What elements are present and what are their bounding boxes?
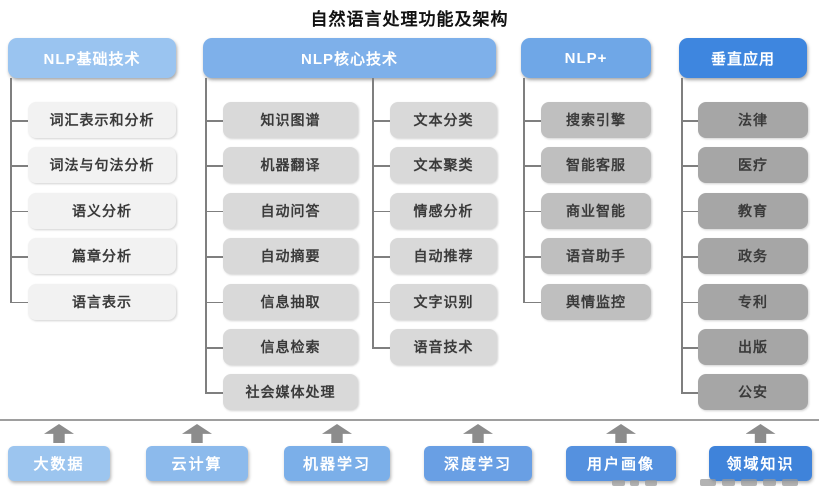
foundation-item: 云计算 — [146, 446, 248, 481]
connector-line — [372, 78, 374, 347]
connector-tick — [205, 301, 223, 304]
connector-tick — [205, 347, 223, 349]
tech-item: 智能客服 — [541, 147, 651, 184]
connector-line — [681, 78, 683, 393]
tech-item: 语音助手 — [541, 238, 651, 275]
watermark-fragment — [722, 479, 735, 486]
diagram-title: 自然语言处理功能及架构 — [310, 10, 509, 29]
tech-item: 舆情监控 — [541, 283, 651, 320]
connector-line — [10, 78, 12, 302]
tech-item: 文本聚类 — [390, 147, 497, 184]
watermark-fragment — [700, 479, 716, 486]
tech-item: 政务 — [698, 238, 808, 275]
connector-tick — [372, 347, 390, 349]
column-header: NLP基础技术 — [8, 38, 176, 78]
foundation-item: 领域知识 — [709, 446, 812, 481]
connector-tick — [372, 256, 390, 258]
connector-tick — [10, 301, 28, 304]
connector-tick — [372, 210, 390, 213]
tech-item: 词汇表示和分析 — [28, 102, 176, 138]
connector-tick — [681, 210, 698, 213]
tech-item: 出版 — [698, 329, 808, 365]
connector-tick — [523, 165, 541, 167]
column-header: NLP核心技术 — [203, 38, 496, 78]
tech-item: 自动问答 — [223, 192, 358, 229]
watermark-fragment — [741, 479, 757, 486]
foundation-item: 用户画像 — [566, 446, 676, 481]
tech-item: 词法与句法分析 — [28, 147, 176, 184]
column-header: 垂直应用 — [679, 38, 807, 78]
connector-tick — [523, 301, 541, 304]
connector-tick — [523, 210, 541, 213]
connector-tick — [372, 165, 390, 167]
tech-item: 语义分析 — [28, 192, 176, 229]
tech-item: 社会媒体处理 — [223, 374, 358, 411]
tech-item: 知识图谱 — [223, 102, 358, 138]
foundation-item: 机器学习 — [284, 446, 390, 481]
up-arrow-icon — [322, 424, 352, 443]
connector-tick — [10, 120, 28, 122]
connector-line — [523, 78, 525, 302]
connector-tick — [10, 256, 28, 258]
tech-item: 信息抽取 — [223, 283, 358, 320]
tech-item: 语言表示 — [28, 283, 176, 320]
connector-line — [205, 78, 207, 393]
up-arrow-icon — [606, 424, 636, 443]
column-header: NLP+ — [521, 38, 651, 78]
connector-tick — [523, 120, 541, 122]
tech-item: 机器翻译 — [223, 147, 358, 184]
tech-item: 专利 — [698, 283, 808, 320]
up-arrow-icon — [44, 424, 74, 443]
connector-tick — [681, 301, 698, 304]
tech-item: 信息检索 — [223, 329, 358, 365]
tech-item: 自动推荐 — [390, 238, 497, 275]
connector-tick — [205, 392, 223, 394]
connector-tick — [681, 165, 698, 167]
tech-item: 搜索引擎 — [541, 102, 651, 138]
connector-tick — [10, 210, 28, 213]
tech-item: 情感分析 — [390, 192, 497, 229]
tech-item: 语音技术 — [390, 329, 497, 365]
watermark-fragment — [630, 480, 639, 486]
connector-tick — [205, 210, 223, 213]
tech-item: 文字识别 — [390, 283, 497, 320]
tech-item: 医疗 — [698, 147, 808, 184]
connector-tick — [681, 256, 698, 258]
foundation-item: 大数据 — [8, 446, 110, 481]
tech-item: 公安 — [698, 374, 808, 411]
foundation-item: 深度学习 — [424, 446, 532, 481]
tech-item: 自动摘要 — [223, 238, 358, 275]
connector-tick — [205, 120, 223, 122]
tech-item: 教育 — [698, 192, 808, 229]
up-arrow-icon — [182, 424, 212, 443]
connector-tick — [205, 165, 223, 167]
connector-tick — [372, 301, 390, 304]
tech-item: 法律 — [698, 102, 808, 138]
connector-tick — [372, 120, 390, 122]
connector-tick — [10, 165, 28, 167]
tech-item: 商业智能 — [541, 192, 651, 229]
connector-tick — [681, 392, 698, 394]
up-arrow-icon — [745, 424, 776, 443]
connector-tick — [681, 120, 698, 122]
connector-tick — [523, 256, 541, 258]
watermark-fragment — [763, 479, 776, 486]
watermark-fragment — [782, 479, 798, 486]
watermark-fragment — [612, 480, 625, 486]
connector-tick — [205, 256, 223, 258]
connector-tick — [681, 347, 698, 349]
watermark-fragment — [645, 480, 657, 486]
tech-item: 文本分类 — [390, 102, 497, 138]
up-arrow-icon — [463, 424, 493, 443]
tech-item: 篇章分析 — [28, 238, 176, 275]
separator-line — [0, 419, 819, 421]
